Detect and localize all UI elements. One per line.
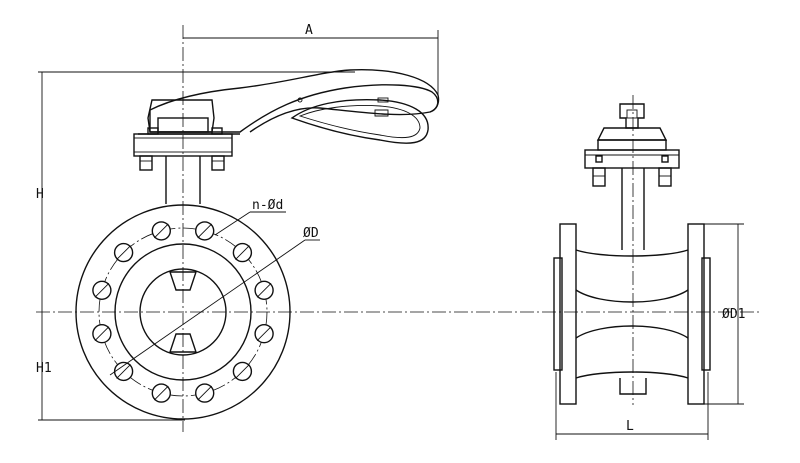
flange-body: [75, 204, 291, 420]
label-n-d: n-Ød: [252, 198, 283, 213]
bolt-hole-mark: [153, 223, 169, 239]
leader-n-d: n-Ød: [214, 198, 286, 236]
bolt-hole-mark: [197, 223, 213, 239]
bolt-hole-mark: [197, 385, 213, 401]
side-view: ØD1 L: [553, 95, 745, 440]
handle-lever: [149, 69, 440, 144]
dimension-h1: H1: [36, 312, 185, 421]
dimension-l: L: [555, 372, 709, 440]
bolt-hole-mark: [235, 364, 250, 379]
label-d1: ØD1: [722, 307, 745, 322]
label-h: H: [36, 187, 44, 202]
side-stem: [621, 168, 645, 250]
bolt-hole-mark: [235, 245, 250, 260]
label-a: A: [305, 23, 313, 38]
side-handle-head: [584, 103, 680, 187]
label-l: L: [626, 419, 634, 434]
bolt-hole-mark: [116, 245, 131, 260]
valve-neck: [165, 156, 201, 204]
handle-head: [133, 99, 240, 171]
side-body: [553, 223, 711, 405]
bolt-hole-mark: [94, 282, 110, 298]
bolt-holes: [92, 221, 274, 403]
label-d: ØD: [303, 226, 319, 241]
label-h1: H1: [36, 361, 52, 376]
bolt-hole-mark: [153, 385, 169, 401]
bolt-hole-mark: [116, 364, 131, 379]
dimension-d1: ØD1: [704, 223, 745, 405]
bolt-hole-mark: [256, 326, 272, 342]
front-view: A H H1: [36, 23, 760, 432]
disc-hub: [169, 271, 197, 353]
bolt-hole-mark: [256, 282, 272, 298]
dimension-h: H: [36, 71, 355, 312]
bolt-hole-mark: [94, 326, 110, 342]
leader-d: ØD: [109, 226, 320, 376]
dimension-a: A: [183, 23, 439, 95]
